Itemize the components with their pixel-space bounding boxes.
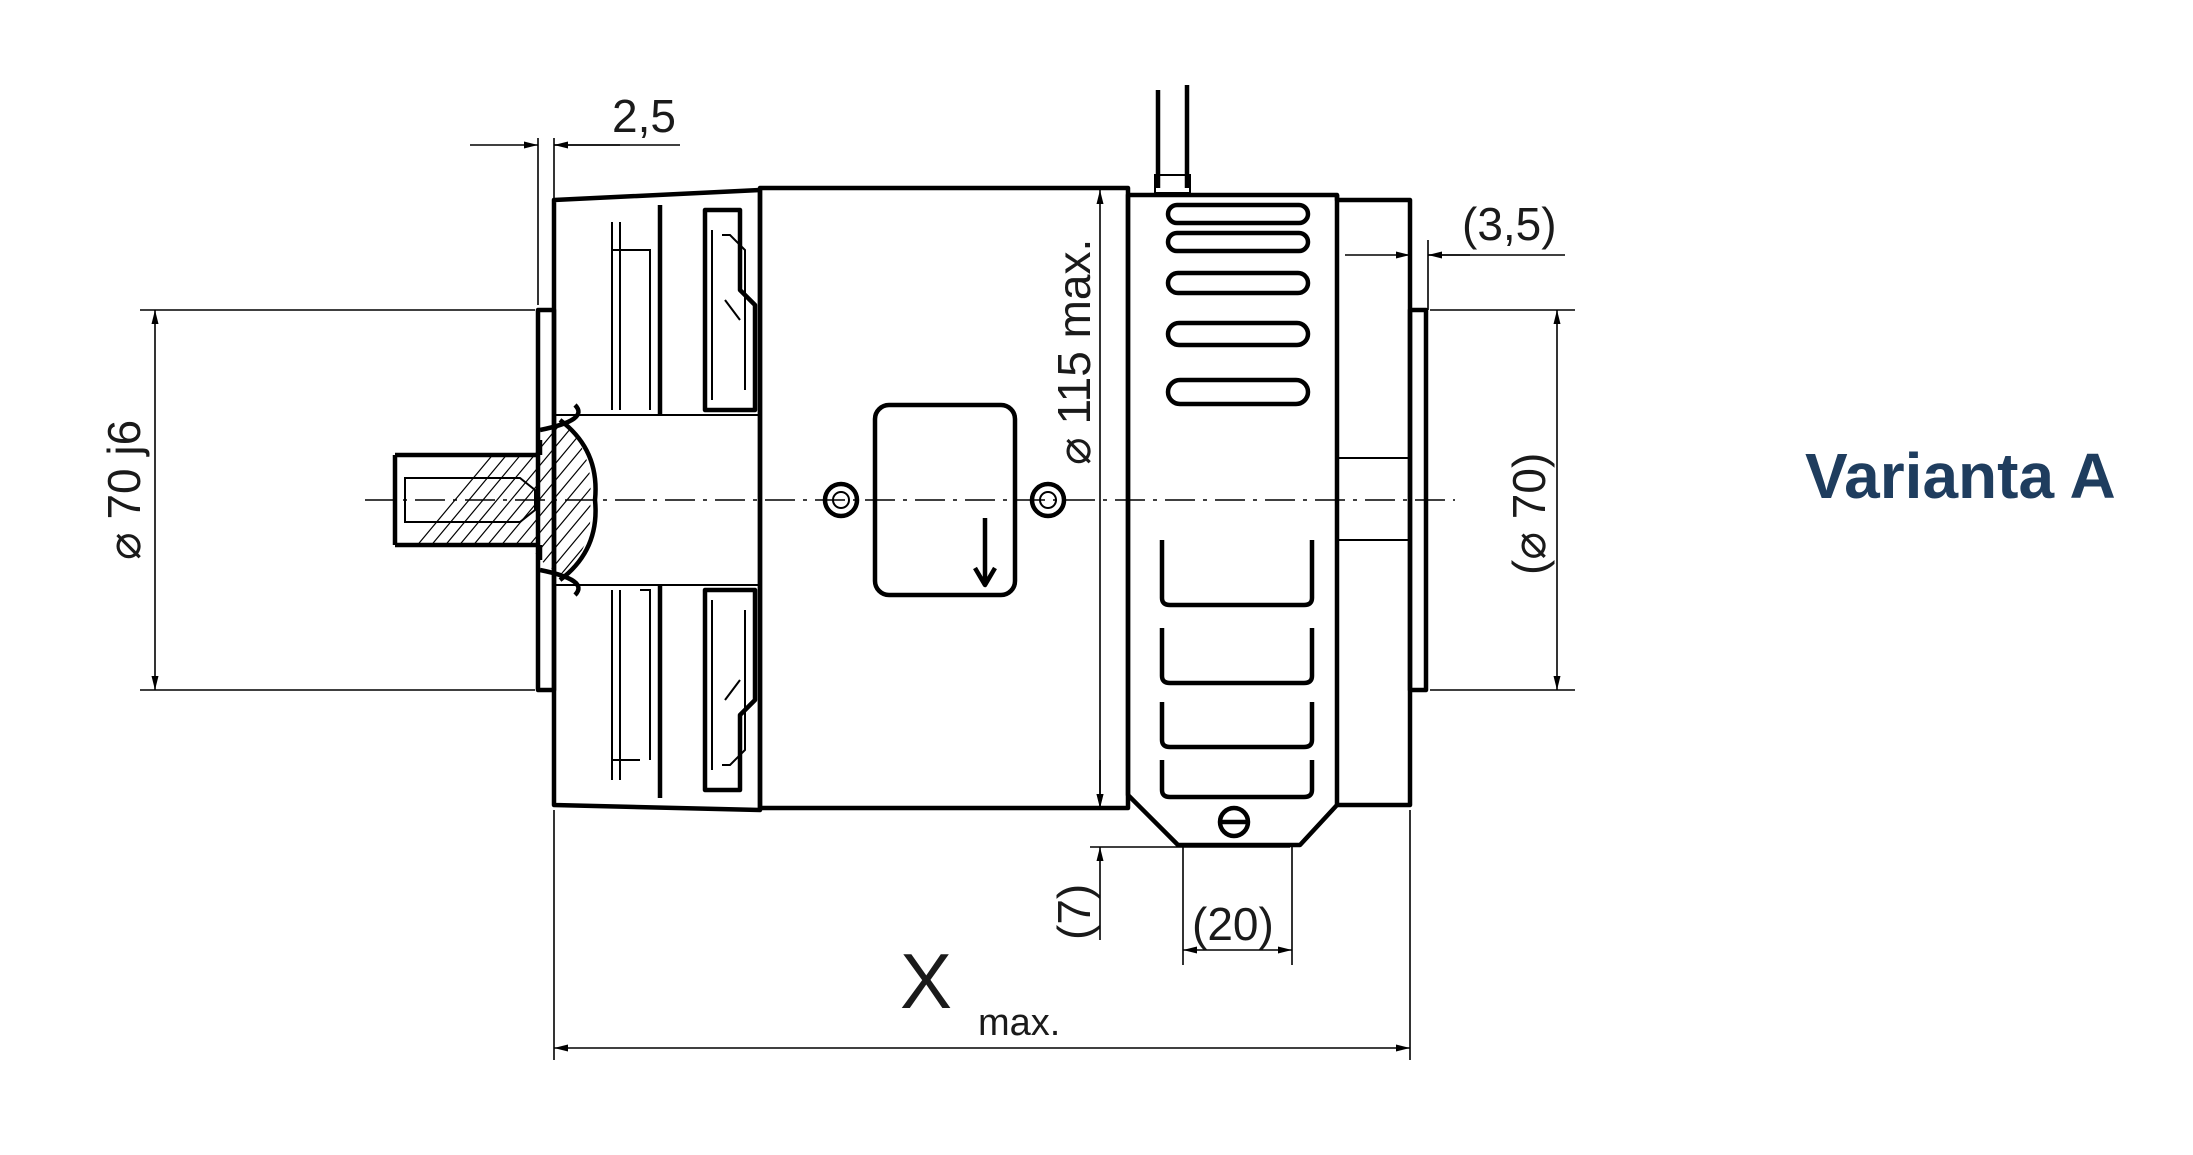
dim-70-right: (⌀ 70) bbox=[1430, 309, 1575, 691]
section-hatch-line bbox=[435, 420, 587, 575]
vent-slots-top bbox=[1165, 202, 1311, 407]
section-hatch-line bbox=[547, 420, 591, 575]
dim-20-label: (20) bbox=[1192, 898, 1274, 950]
variant-title: Varianta A bbox=[1805, 440, 2116, 512]
rear-spigot bbox=[1407, 307, 1429, 693]
dim-115: ⌀ 115 max. bbox=[1048, 190, 1104, 808]
stator-housing bbox=[757, 185, 1131, 811]
dim-2-5-label: 2,5 bbox=[612, 90, 676, 142]
dim-70-right-label: (⌀ 70) bbox=[1503, 453, 1555, 575]
rear-cover bbox=[1125, 192, 1413, 848]
dim-3-5: (3,5) bbox=[1345, 198, 1565, 310]
dim-x: X max. bbox=[553, 810, 1411, 1060]
dim-70j6: ⌀ 70 j6 bbox=[98, 309, 535, 691]
dim-x-label: X bbox=[900, 937, 952, 1025]
shaft bbox=[392, 403, 598, 597]
dim-115-label: ⌀ 115 max. bbox=[1048, 239, 1100, 465]
section-hatch-line bbox=[395, 420, 531, 575]
dim-20: (20) bbox=[1182, 845, 1293, 965]
dim-x-sub-label: max. bbox=[978, 1002, 1060, 1044]
vent-slots-bottom bbox=[1159, 540, 1315, 800]
dim-3-5-label: (3,5) bbox=[1462, 198, 1557, 250]
dim-2-5: 2,5 bbox=[470, 90, 680, 305]
dim-7: (7) bbox=[1048, 760, 1290, 940]
section-hatch-line bbox=[519, 420, 591, 575]
power-cable bbox=[1154, 85, 1191, 194]
dim-7-label: (7) bbox=[1048, 884, 1100, 940]
section-hatch-line bbox=[533, 420, 591, 575]
dim-70j6-label: ⌀ 70 j6 bbox=[98, 420, 150, 560]
